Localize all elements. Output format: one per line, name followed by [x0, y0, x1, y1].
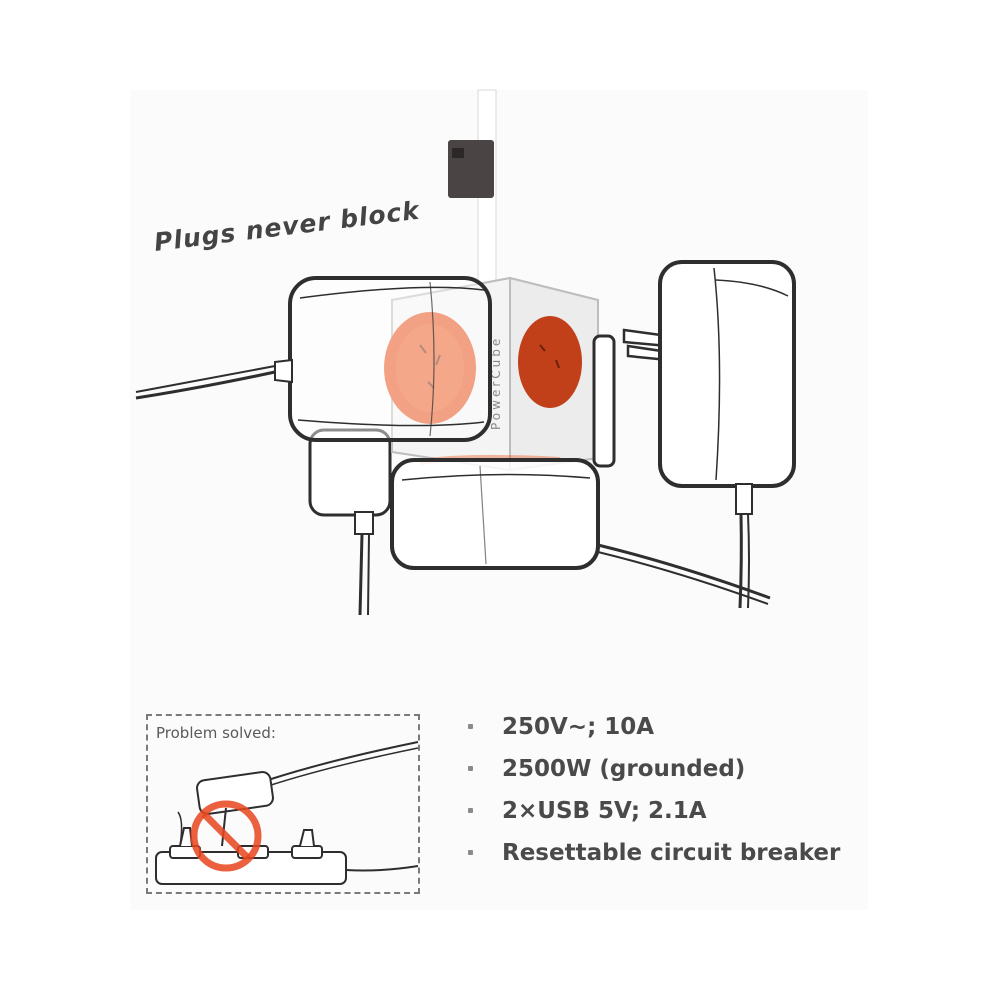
plug-adapter-icon — [622, 260, 796, 609]
bottom-adapter-icon — [390, 454, 771, 605]
spec-list: 250V~; 10A 2500W (grounded) 2×USB 5V; 2.… — [462, 706, 840, 874]
problem-solved-label: Problem solved: — [156, 724, 276, 742]
spec-breaker: Resettable circuit breaker — [462, 832, 840, 874]
spec-usb: 2×USB 5V; 2.1A — [462, 790, 840, 832]
no-sign-icon — [190, 800, 262, 872]
spec-usb-text: 2×USB 5V; 2.1A — [502, 798, 707, 824]
bullet-icon — [468, 808, 473, 813]
wall-mount-icon — [448, 89, 497, 331]
brand-text: PowerCube — [489, 336, 503, 430]
lower-left-adapter — [308, 428, 392, 616]
spec-power-text: 2500W (grounded) — [502, 756, 746, 782]
problem-solved-box — [146, 714, 420, 894]
bullet-icon — [468, 724, 473, 729]
spec-breaker-text: Resettable circuit breaker — [502, 840, 841, 866]
problem-illustration — [155, 741, 419, 885]
spec-voltage-text: 250V~; 10A — [502, 714, 655, 740]
side-socket — [518, 316, 582, 408]
left-cable — [135, 370, 276, 400]
bullet-icon — [468, 766, 473, 771]
power-cube-icon: PowerCube — [384, 276, 616, 472]
spec-power: 2500W (grounded) — [462, 748, 840, 790]
left-adapter-icon — [274, 276, 492, 442]
bullet-icon — [468, 850, 473, 855]
spec-voltage: 250V~; 10A — [462, 706, 840, 748]
